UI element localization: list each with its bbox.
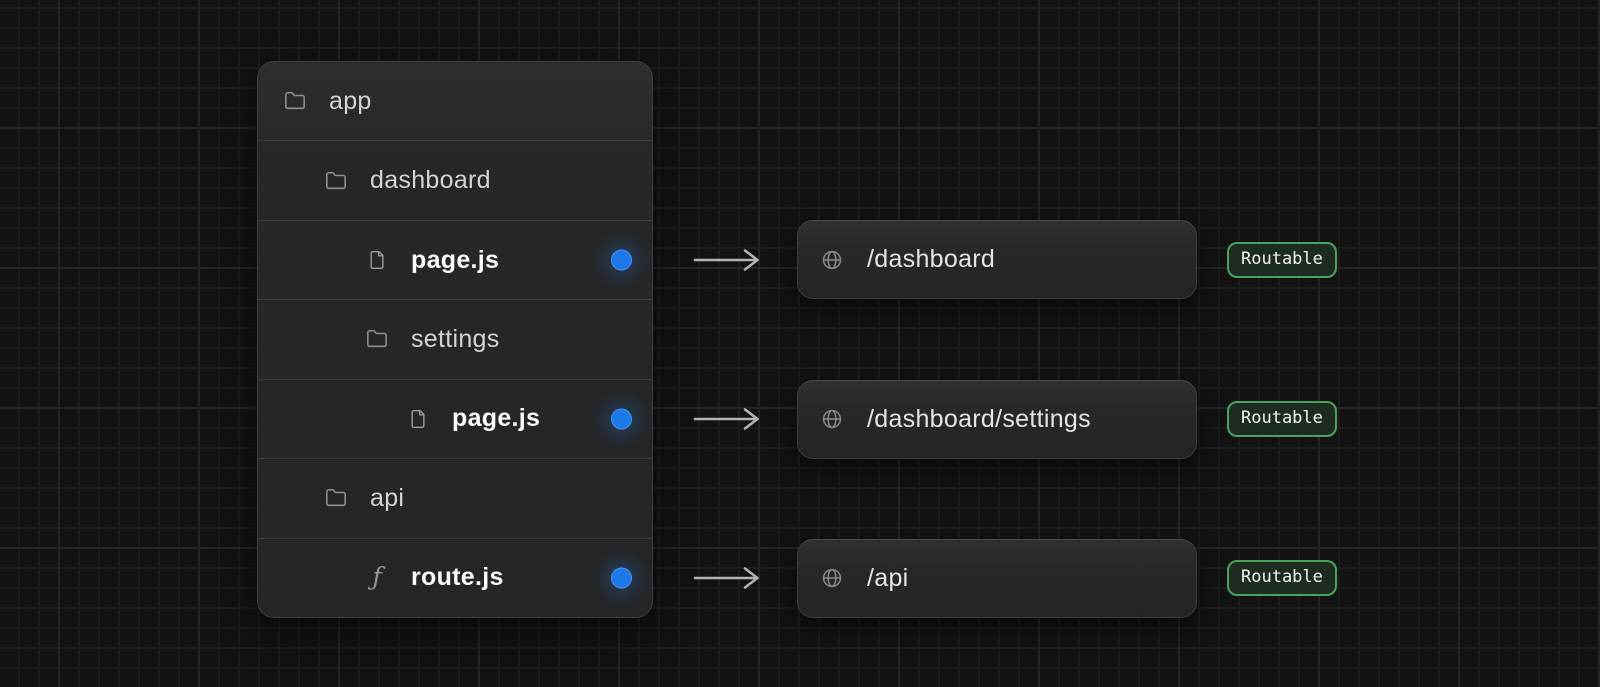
route-path-label: /dashboard <box>867 245 996 274</box>
routable-badge: Routable <box>1227 401 1337 438</box>
tree-row-page-js: page.js <box>258 378 652 458</box>
tree-item-label: api <box>370 483 405 512</box>
tree-item-label: settings <box>411 324 500 353</box>
routable-indicator-dot <box>611 249 632 271</box>
tree-row-app: app <box>258 62 652 140</box>
route-mapping-row: /api Routable <box>693 538 1337 618</box>
tree-item-label: page.js <box>411 245 500 274</box>
tree-row-page-js: page.js <box>258 219 652 299</box>
arrow-right-icon <box>693 567 759 590</box>
route-mapping-row: /dashboard Routable <box>693 220 1337 300</box>
arrow-right-icon <box>693 408 759 430</box>
globe-icon <box>821 248 843 272</box>
tree-row-settings: settings <box>258 299 652 378</box>
tree-row-route-js: ƒ route.js <box>258 537 652 617</box>
tree-row-dashboard: dashboard <box>258 140 652 219</box>
globe-icon <box>821 407 843 431</box>
route-path-box: /api <box>797 538 1197 618</box>
arrow-right-icon <box>693 249 759 271</box>
function-f-icon: ƒ <box>372 562 382 592</box>
file-tree-panel: app dashboard page.js sett <box>257 61 653 618</box>
file-icon <box>366 249 388 271</box>
routable-indicator-dot <box>611 408 632 430</box>
file-icon <box>407 408 429 430</box>
folder-icon <box>325 170 347 192</box>
folder-icon <box>366 328 388 350</box>
tree-item-label: page.js <box>452 404 541 433</box>
route-path-box: /dashboard <box>797 220 1197 300</box>
tree-item-label: app <box>329 86 372 115</box>
route-path-label: /dashboard/settings <box>867 404 1091 433</box>
route-path-label: /api <box>867 563 909 592</box>
tree-row-api: api <box>258 458 652 537</box>
folder-icon <box>284 90 306 112</box>
tree-item-label: dashboard <box>370 166 491 195</box>
tree-item-label: route.js <box>411 563 504 592</box>
route-mapping-row: /dashboard/settings Routable <box>693 379 1337 459</box>
routable-badge: Routable <box>1227 241 1337 278</box>
routable-indicator-dot <box>611 567 632 589</box>
folder-icon <box>325 487 347 509</box>
routable-badge: Routable <box>1227 560 1337 597</box>
globe-icon <box>821 566 843 590</box>
route-path-box: /dashboard/settings <box>797 379 1197 459</box>
